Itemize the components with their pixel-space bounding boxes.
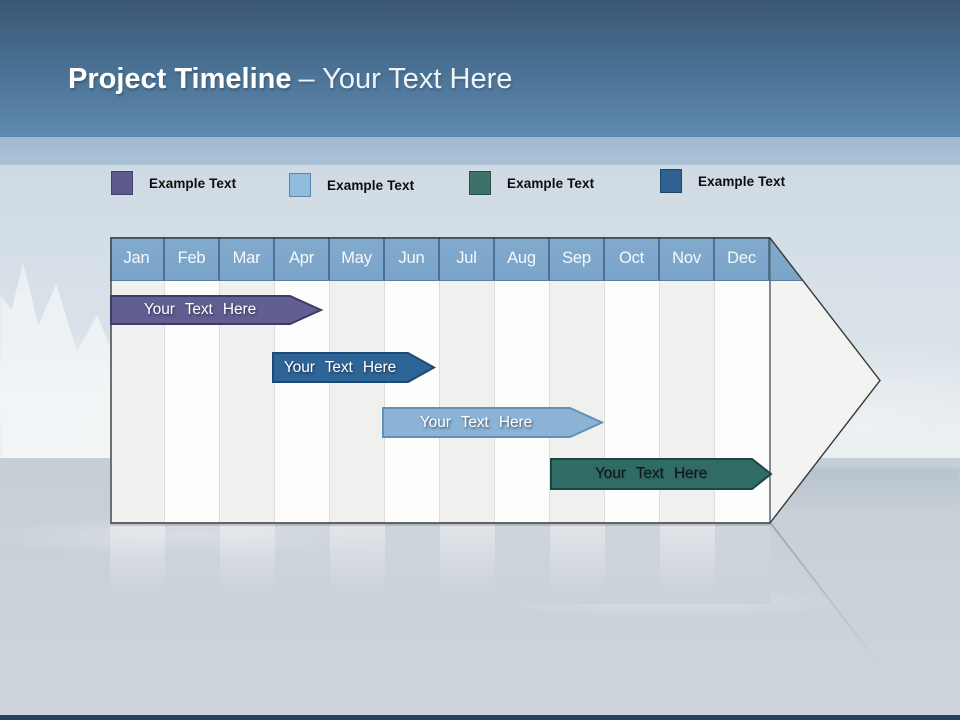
- month-header-aug: Aug: [495, 237, 550, 280]
- arrow-tip-reflection: [770, 522, 882, 667]
- legend-swatch: [660, 169, 682, 193]
- timeline-bar[interactable]: Your Text Here: [110, 295, 324, 325]
- month-column-jul: [440, 280, 495, 523]
- month-header-jan: Jan: [110, 237, 165, 280]
- month-header-mar: Mar: [220, 237, 275, 280]
- timeline-bar[interactable]: Your Text Here: [550, 458, 773, 490]
- legend-swatch: [111, 171, 133, 195]
- timeline-bar-shape: [110, 295, 324, 325]
- month-header-feb: Feb: [165, 237, 220, 280]
- legend-label: Example Text: [149, 175, 237, 191]
- legend-item[interactable]: Example Text: [289, 173, 414, 197]
- month-column-aug: [495, 280, 550, 523]
- timeline-bar-shape: [272, 352, 437, 383]
- legend-item[interactable]: Example Text: [660, 169, 785, 193]
- timeline-bar-shape: [550, 458, 773, 490]
- month-header-dec: Dec: [715, 237, 770, 280]
- timeline-bar-label[interactable]: Your Text Here: [143, 301, 257, 318]
- legend-swatch: [469, 171, 491, 195]
- table-reflection: [110, 524, 770, 604]
- month-header-jul: Jul: [440, 237, 495, 280]
- table-reflection-fade: [110, 524, 770, 604]
- legend: Example Text Example Text Example Text Exam…: [0, 169, 960, 199]
- month-header-may: May: [330, 237, 385, 280]
- timeline-bar[interactable]: Your Text Here: [272, 352, 437, 383]
- legend-label: Example Text: [507, 175, 595, 191]
- timeline-bar[interactable]: Your Text Here: [382, 407, 605, 438]
- title-bar: Project Timeline– Your Text Here: [0, 0, 960, 137]
- background-sky-band: [0, 137, 960, 165]
- legend-label: Example Text: [327, 177, 415, 193]
- month-header-jun: Jun: [385, 237, 440, 280]
- legend-item[interactable]: Example Text: [111, 171, 236, 195]
- month-header-apr: Apr: [275, 237, 330, 280]
- legend-label: Example Text: [698, 173, 786, 189]
- background-mountain-left: [0, 262, 128, 467]
- slide-title[interactable]: Project Timeline– Your Text Here: [68, 62, 512, 96]
- legend-swatch: [289, 173, 311, 197]
- bottom-accent-bar: [0, 715, 960, 720]
- timeline-bar-label[interactable]: Your Text Here: [594, 465, 708, 482]
- timeline-bar-label[interactable]: Your Text Here: [283, 358, 397, 376]
- timeline-bar-label[interactable]: Your Text Here: [419, 413, 533, 431]
- slide-title-light: – Your Text Here: [298, 63, 513, 95]
- month-column-jun: [385, 280, 440, 523]
- month-header-sep: Sep: [550, 237, 605, 280]
- month-header-nov: Nov: [660, 237, 715, 280]
- timeline-bar-shape: [382, 407, 605, 438]
- month-column-may: [330, 280, 385, 523]
- legend-item[interactable]: Example Text: [469, 171, 594, 195]
- slide-title-bold: Project Timeline: [68, 63, 292, 95]
- month-header-oct: Oct: [605, 237, 660, 280]
